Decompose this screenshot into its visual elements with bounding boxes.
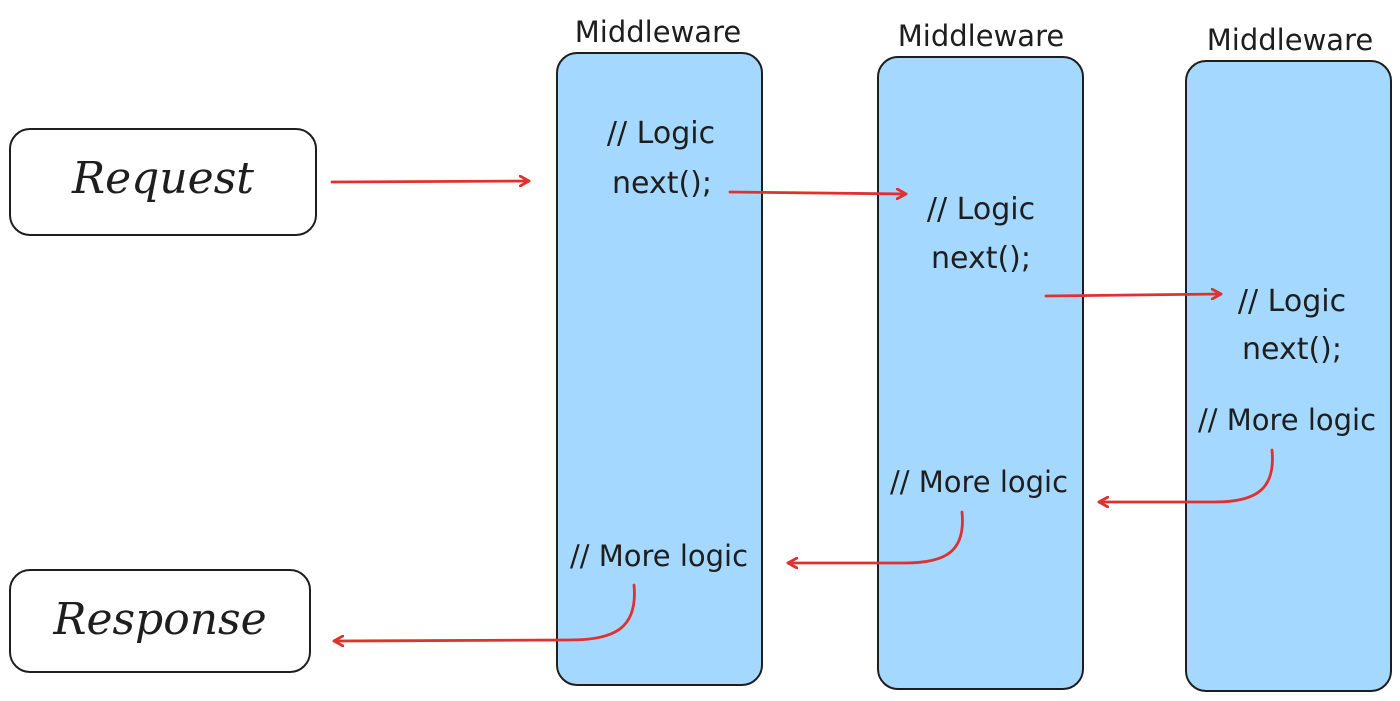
middleware-2-column	[877, 56, 1084, 690]
arrow-middleware-2-back-to-middleware-1	[786, 510, 964, 563]
arrow-request-to-middleware-1	[330, 181, 531, 182]
middleware-1-more-logic: // More logic	[570, 539, 748, 573]
middleware-1-column	[556, 52, 763, 686]
request-box	[9, 128, 317, 236]
middleware-2-next: next();	[931, 241, 1031, 276]
middleware-3-column	[1185, 60, 1392, 692]
middleware-3-more-logic: // More logic	[1198, 403, 1376, 437]
middleware-1-title: Middleware	[575, 15, 741, 49]
arrow-middleware-1-to-response	[332, 583, 636, 641]
response-label: Response	[52, 594, 266, 645]
middleware-3-title: Middleware	[1207, 23, 1373, 57]
middleware-1-logic: // Logic	[607, 116, 715, 151]
middleware-2-logic: // Logic	[927, 192, 1035, 227]
response-box	[9, 569, 311, 673]
arrow-middleware-1-to-middleware-2	[728, 192, 908, 194]
request-label: Request	[71, 153, 254, 204]
arrow-middleware-3-back-to-middleware-2	[1097, 448, 1274, 502]
middleware-2-title: Middleware	[898, 19, 1064, 53]
middleware-3-next: next();	[1242, 332, 1342, 367]
arrow-middleware-2-to-middleware-3	[1044, 294, 1223, 296]
middleware-2-more-logic: // More logic	[890, 465, 1068, 499]
middleware-1-next: next();	[612, 166, 712, 201]
middleware-3-logic: // Logic	[1238, 284, 1346, 319]
